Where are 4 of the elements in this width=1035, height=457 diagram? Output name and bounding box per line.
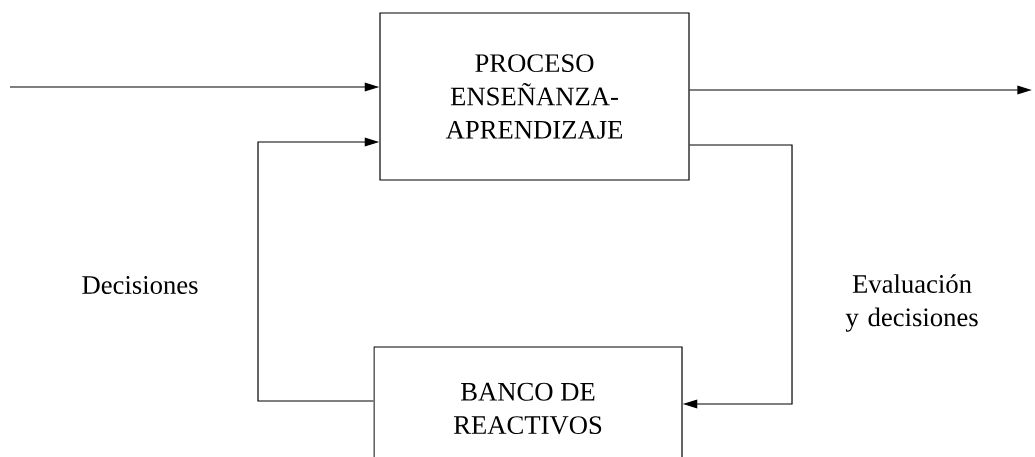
edge-label: Evaluación y decisiones <box>845 274 978 332</box>
edge-label: Decisiones <box>82 276 198 294</box>
process-box: PROCESO ENSEÑANZA-APRENDIZAJE <box>379 12 690 181</box>
bank-box: BANCO DE REACTIVOS <box>373 346 683 457</box>
